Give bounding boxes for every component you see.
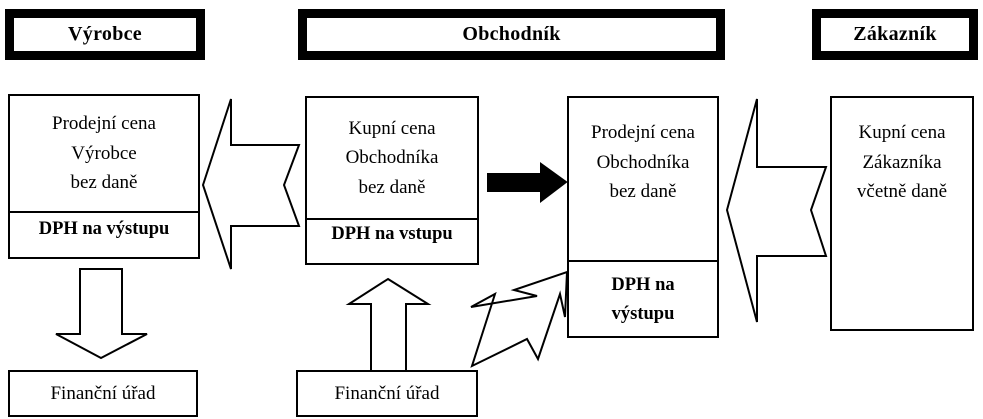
header-box-producer: Výrobce [5,9,205,60]
header-label-customer: Zákazník [853,23,937,45]
box-merchant-sale-price [567,96,719,338]
box-merchant-purchase-price [305,96,479,265]
box-producer-price [8,94,200,259]
chevron-arrow-to-merchant-from-customer [725,98,828,323]
arrow-tax-office-to-merchant-vat [345,277,432,372]
arrow-producer-vat-to-tax-office [55,268,148,360]
arrow-merchant-purchase-to-sale [487,162,568,204]
header-box-customer: Zákazník [812,9,978,60]
header-box-merchant: Obchodník [298,9,725,60]
header-label-producer: Výrobce [68,23,142,45]
box-tax-office-middle [296,370,478,417]
chevron-arrow-to-producer [201,98,301,270]
box-customer-price [830,96,974,331]
header-label-merchant: Obchodník [462,23,561,45]
arrow-merchant-output-vat-to-tax-office [470,270,569,368]
box-tax-office-left [8,370,198,417]
